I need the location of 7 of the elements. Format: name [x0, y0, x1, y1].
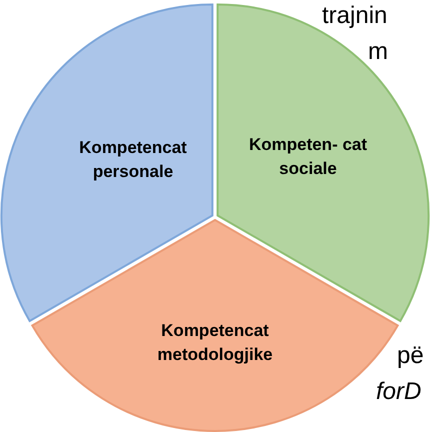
segment-label: Kompetencat metodologjike: [156, 320, 274, 366]
segment-label: Kompetencat personale: [78, 137, 188, 183]
text-fragment: trajnin: [322, 2, 388, 30]
segment-label: Kompeten- cat sociale: [248, 134, 368, 180]
text-fragment: m: [368, 38, 388, 66]
text-fragment: forD: [376, 378, 422, 406]
text-fragment: pë: [397, 342, 424, 370]
